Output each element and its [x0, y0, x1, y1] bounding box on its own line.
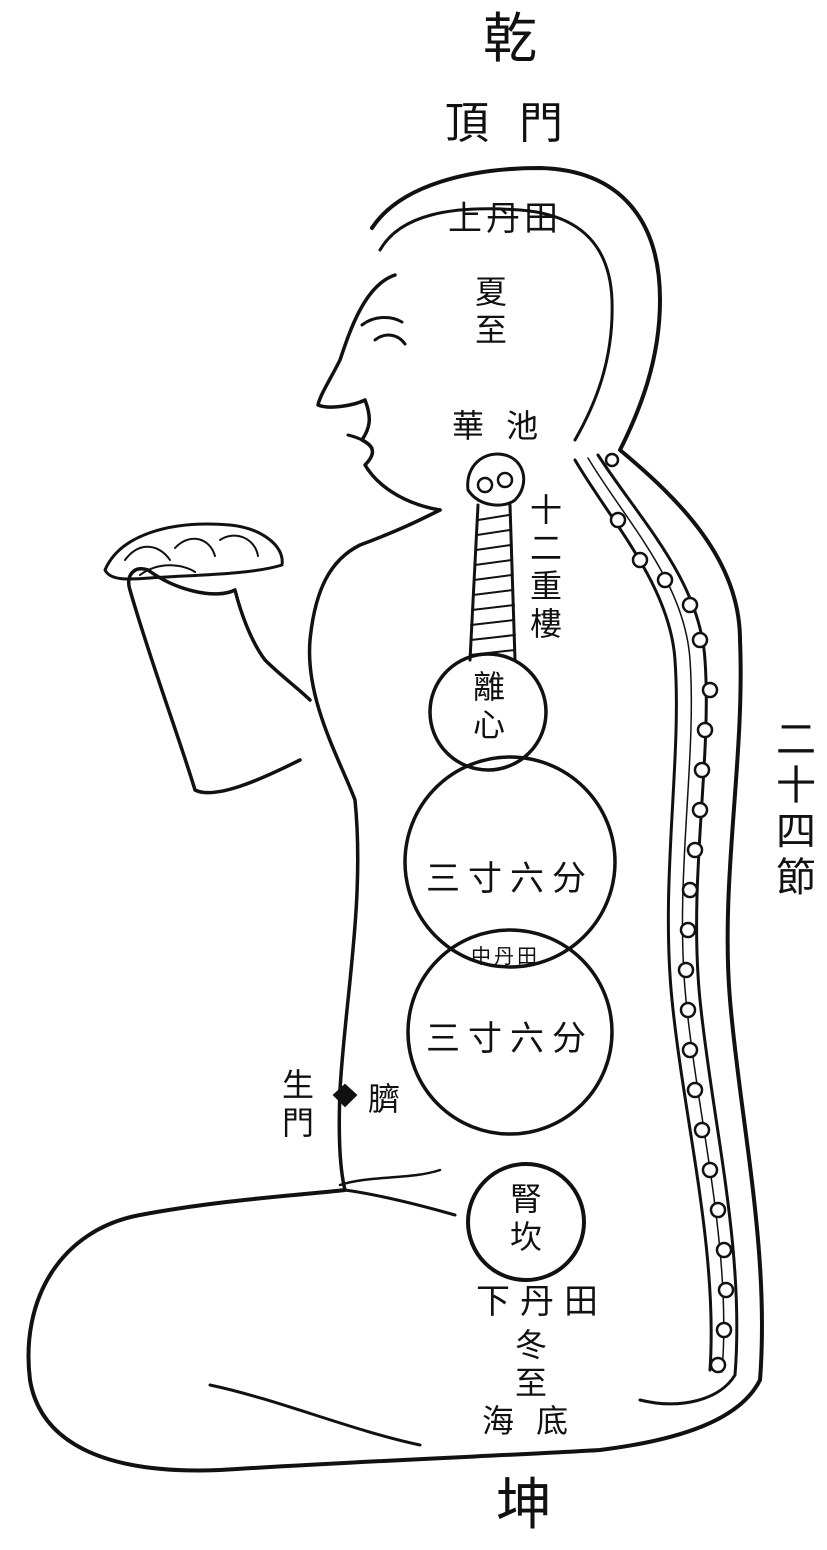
dongzhi-label: 冬至	[513, 1328, 545, 1404]
twelve-storey-label: 十二重樓	[528, 493, 560, 645]
qian-label: 乾	[483, 12, 537, 66]
zhong-dantian-label: 中丹田	[471, 946, 540, 966]
mouth	[348, 435, 372, 448]
face-profile	[318, 275, 440, 510]
navel-label: 臍	[368, 1083, 400, 1115]
arm-outline	[129, 569, 310, 793]
spine-channel-center	[588, 458, 724, 1372]
lap-fold-upper	[340, 1170, 440, 1185]
brow	[362, 317, 402, 325]
shengmen-label: 生門	[280, 1068, 312, 1144]
throat-dot-right	[498, 473, 512, 487]
body-outline	[28, 168, 762, 1470]
haidi-label: 海 底	[482, 1405, 574, 1437]
xia-dantian-label: 下丹田	[476, 1285, 608, 1319]
lower-circle-label: 三寸六分	[426, 1022, 594, 1056]
shang-dantian-label: 上丹田	[448, 202, 562, 236]
eye	[375, 335, 405, 344]
li-xin-label: 離心	[471, 670, 503, 746]
dingmen-label: 頂 門	[445, 102, 571, 146]
lap-fold	[345, 1190, 455, 1215]
kun-label: 坤	[496, 1478, 552, 1534]
huachi-label: 華 池	[452, 410, 544, 442]
throat-head	[468, 454, 524, 505]
navel-mark	[334, 1085, 356, 1106]
spine-24-label: 二十四節	[772, 718, 812, 902]
upper-circle-label: 三寸六分	[426, 862, 594, 896]
leg-line	[210, 1385, 420, 1445]
xiazhi-label: 夏至	[473, 275, 505, 351]
shen-kan-label: 腎坎	[508, 1182, 540, 1258]
throat-dot-left	[478, 478, 492, 492]
